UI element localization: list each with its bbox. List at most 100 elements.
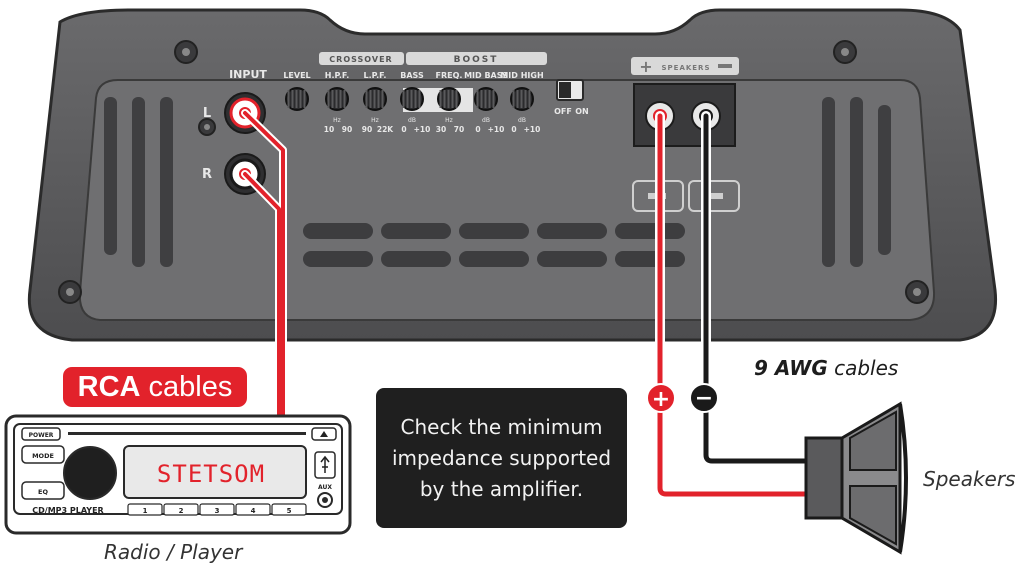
- knob-label: BASS: [400, 71, 424, 80]
- vent-slot: [160, 97, 173, 267]
- screw-icon: [174, 40, 198, 64]
- knob-level[interactable]: LEVEL: [283, 71, 311, 111]
- slot: [459, 251, 529, 267]
- knob-grip: [528, 90, 531, 108]
- knob-scale-min: 30: [436, 125, 446, 134]
- knob-grip: [331, 90, 334, 108]
- knob-grip: [377, 90, 380, 108]
- knob-grip: [406, 90, 409, 108]
- speakers-header: SPEAKERS: [661, 64, 710, 72]
- slot: [459, 223, 529, 239]
- preset-label: 1: [143, 507, 148, 515]
- slot: [381, 223, 451, 239]
- vent-slot: [132, 97, 145, 267]
- preset-button-2[interactable]: 2: [163, 503, 199, 516]
- knob-grip: [410, 90, 413, 108]
- knob-grip: [291, 90, 294, 108]
- vent-slot: [878, 105, 891, 255]
- usb-icon: [320, 455, 330, 473]
- speakers-plus-icon: +: [639, 57, 652, 76]
- off-on-switch[interactable]: [556, 79, 584, 101]
- mode-label: MODE: [32, 452, 54, 460]
- knob-scale-max: 70: [454, 125, 464, 134]
- awg-cables-label-rest: cables: [827, 356, 899, 380]
- switch-off-label: OFF: [554, 107, 572, 116]
- knob-grip: [369, 90, 372, 108]
- knob-scale-max: 90: [342, 125, 352, 134]
- rca-cable-right: [243, 172, 281, 418]
- power-button[interactable]: [21, 427, 61, 441]
- knob-grip: [414, 90, 417, 108]
- speaker-cables: [655, 111, 819, 499]
- speakers-minus-icon: [718, 64, 732, 68]
- rca-cables: [241, 109, 287, 420]
- model-label: CD/MP3 PLAYER: [32, 506, 103, 515]
- knob-grip: [343, 90, 346, 108]
- knob-scale-min: 0: [475, 125, 480, 134]
- right-channel-label: R: [202, 167, 212, 182]
- knob-grip: [492, 90, 495, 108]
- knob-label: H.P.F.: [325, 71, 350, 80]
- knob-grip: [287, 90, 290, 108]
- knob-grip: [488, 90, 491, 108]
- knob-grip: [365, 90, 368, 108]
- positive-cable: [657, 113, 809, 497]
- vent-slot: [822, 97, 835, 267]
- slot: [615, 251, 685, 267]
- minus-icon: −: [695, 386, 713, 411]
- knob-scale-min: 90: [362, 125, 372, 134]
- knob-grip: [520, 90, 523, 108]
- screw-icon: [58, 280, 82, 304]
- screw-icon: [905, 280, 929, 304]
- slot: [303, 223, 373, 239]
- preset-button-4[interactable]: 4: [235, 503, 271, 516]
- knob-scale-max: +10: [488, 125, 505, 134]
- awg-cables-label: 9 AWG cables: [754, 356, 898, 380]
- mode-button[interactable]: [21, 445, 65, 464]
- knob-grip: [480, 90, 483, 108]
- screws: [58, 40, 929, 304]
- volume-knob[interactable]: [63, 446, 117, 500]
- eq-label: EQ: [38, 488, 48, 496]
- preset-label: 2: [179, 507, 184, 515]
- preset-button-3[interactable]: 3: [199, 503, 235, 516]
- radio-caption: Radio / Player: [104, 540, 243, 564]
- radio-player: POWER MODE EQ STETSOM AUX CD/MP3 PLAYER …: [4, 414, 352, 535]
- rca-cables-label: RCA cables: [63, 367, 247, 407]
- slot: [615, 223, 685, 239]
- knob-grip: [512, 90, 515, 108]
- knob-scale-min: 0: [511, 125, 516, 134]
- display-frame: [123, 445, 307, 499]
- preset-button-5[interactable]: 5: [271, 503, 307, 516]
- knob-unit: dB: [518, 117, 526, 124]
- knob-label: FREQ.: [436, 71, 463, 80]
- preset-label: 5: [287, 507, 292, 515]
- input-label: INPUT: [229, 68, 267, 81]
- switch-on-label: ON: [575, 107, 589, 116]
- display-text: STETSOM: [157, 460, 265, 488]
- preset-button-1[interactable]: 1: [127, 503, 163, 516]
- eq-button[interactable]: [21, 481, 65, 500]
- knob-grip: [524, 90, 527, 108]
- aux-label: AUX: [318, 484, 332, 491]
- cd-slot: [68, 432, 306, 435]
- knob-grip: [439, 90, 442, 108]
- speakers-caption: Speakers: [923, 467, 1016, 491]
- preset-label: 3: [215, 507, 220, 515]
- slot: [303, 251, 373, 267]
- knob-grip: [295, 90, 298, 108]
- boost-header: BOOST: [454, 55, 499, 65]
- screw-icon: [198, 118, 216, 136]
- slot: [381, 251, 451, 267]
- left-channel-label: L: [203, 106, 211, 121]
- knob-scale-min: 10: [324, 125, 334, 134]
